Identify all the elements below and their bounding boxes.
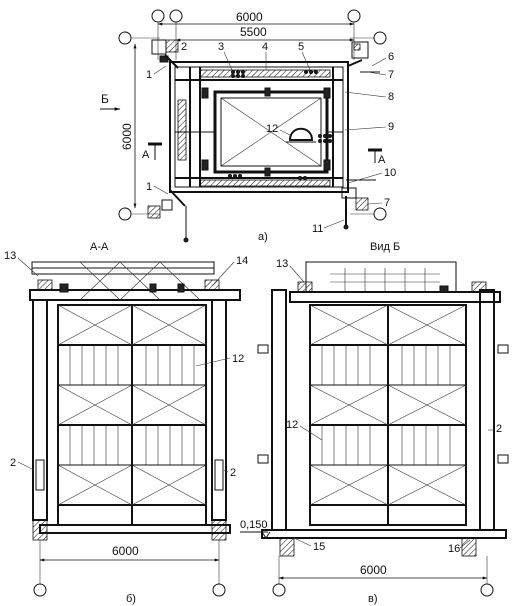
grid-axis-bubble bbox=[272, 583, 286, 597]
callout-12-view: 12 bbox=[286, 419, 298, 431]
callout-5: 5 bbox=[298, 41, 304, 53]
side-view: Вид Б 0,150 1 bbox=[240, 241, 509, 605]
callout-6: 6 bbox=[388, 51, 394, 63]
dimension-6000-top: 6000 bbox=[236, 10, 263, 24]
column-right-view bbox=[479, 289, 495, 531]
grid-axis-bubble bbox=[212, 583, 226, 597]
grid-axis-bubble bbox=[118, 207, 132, 221]
grid-axis-bubble bbox=[118, 31, 132, 45]
callout-10: 10 bbox=[384, 167, 396, 179]
callout-16: 16 bbox=[448, 543, 460, 555]
callout-15: 15 bbox=[313, 541, 325, 553]
column-left bbox=[32, 299, 48, 521]
section-title: А-А bbox=[90, 241, 109, 253]
dimension-6000-section: 6000 bbox=[112, 544, 139, 558]
caption-a: а) bbox=[258, 231, 268, 243]
callout-12-section: 12 bbox=[232, 353, 244, 365]
elevation-mark: 0,150 bbox=[240, 519, 268, 531]
grid-axis-bubble bbox=[480, 583, 494, 597]
section-mark-right: А bbox=[378, 154, 386, 166]
cable-loop bbox=[288, 127, 314, 141]
corner-unit-bottom-right bbox=[341, 179, 376, 230]
callout-4: 4 bbox=[262, 41, 268, 53]
callout-1-top: 1 bbox=[146, 69, 152, 81]
callout-9: 9 bbox=[388, 121, 394, 133]
dimension-5500: 5500 bbox=[240, 25, 267, 39]
column-left-view bbox=[271, 289, 287, 531]
grid-axis-bubble bbox=[373, 207, 387, 221]
view-title: Вид Б bbox=[370, 241, 400, 253]
callout-2-top: 2 bbox=[181, 41, 187, 53]
corner-unit-top-right bbox=[347, 41, 380, 73]
grid-axis-bubble bbox=[373, 31, 387, 45]
section-mark-left: А bbox=[142, 149, 150, 161]
callout-13-view: 13 bbox=[276, 258, 288, 270]
grid-axis-bubble bbox=[347, 9, 361, 23]
callout-13-section: 13 bbox=[4, 250, 16, 262]
callout-2-view: 2 bbox=[496, 423, 502, 435]
corner-unit-bottom-left bbox=[147, 189, 189, 243]
grid-axis-bubble bbox=[151, 9, 165, 23]
callout-14: 14 bbox=[236, 255, 248, 267]
callout-7-bottom: 7 bbox=[384, 197, 390, 209]
view-arrow-label: Б bbox=[101, 92, 109, 106]
section-view: А-А 13 14 bbox=[4, 241, 248, 605]
column-right bbox=[211, 299, 227, 521]
callout-11: 11 bbox=[312, 223, 323, 235]
dimension-6000-left: 6000 bbox=[120, 123, 134, 150]
corner-unit-top-left bbox=[151, 39, 179, 69]
callout-2-section-left: 2 bbox=[10, 457, 16, 469]
callout-1-bottom: 1 bbox=[146, 181, 152, 193]
caption-v: в) bbox=[368, 593, 378, 605]
callout-3: 3 bbox=[218, 41, 224, 53]
callout-12-plan: 12 bbox=[266, 123, 278, 135]
caption-b: б) bbox=[126, 593, 136, 605]
plan-view: 6000 5500 6000 Б А А bbox=[100, 9, 396, 243]
callout-2-section-right: 2 bbox=[230, 467, 236, 479]
callout-7-top: 7 bbox=[388, 69, 394, 81]
dimension-6000-view: 6000 bbox=[360, 563, 387, 577]
bolt-group bbox=[228, 70, 332, 180]
callout-8: 8 bbox=[388, 91, 394, 103]
grid-axis-bubble bbox=[169, 9, 183, 23]
grid-axis-bubble bbox=[33, 583, 47, 597]
plan-outer-frame bbox=[169, 61, 349, 193]
plan-callouts: 1 2 3 4 5 6 7 8 9 12 1 10 7 11 bbox=[146, 41, 396, 235]
